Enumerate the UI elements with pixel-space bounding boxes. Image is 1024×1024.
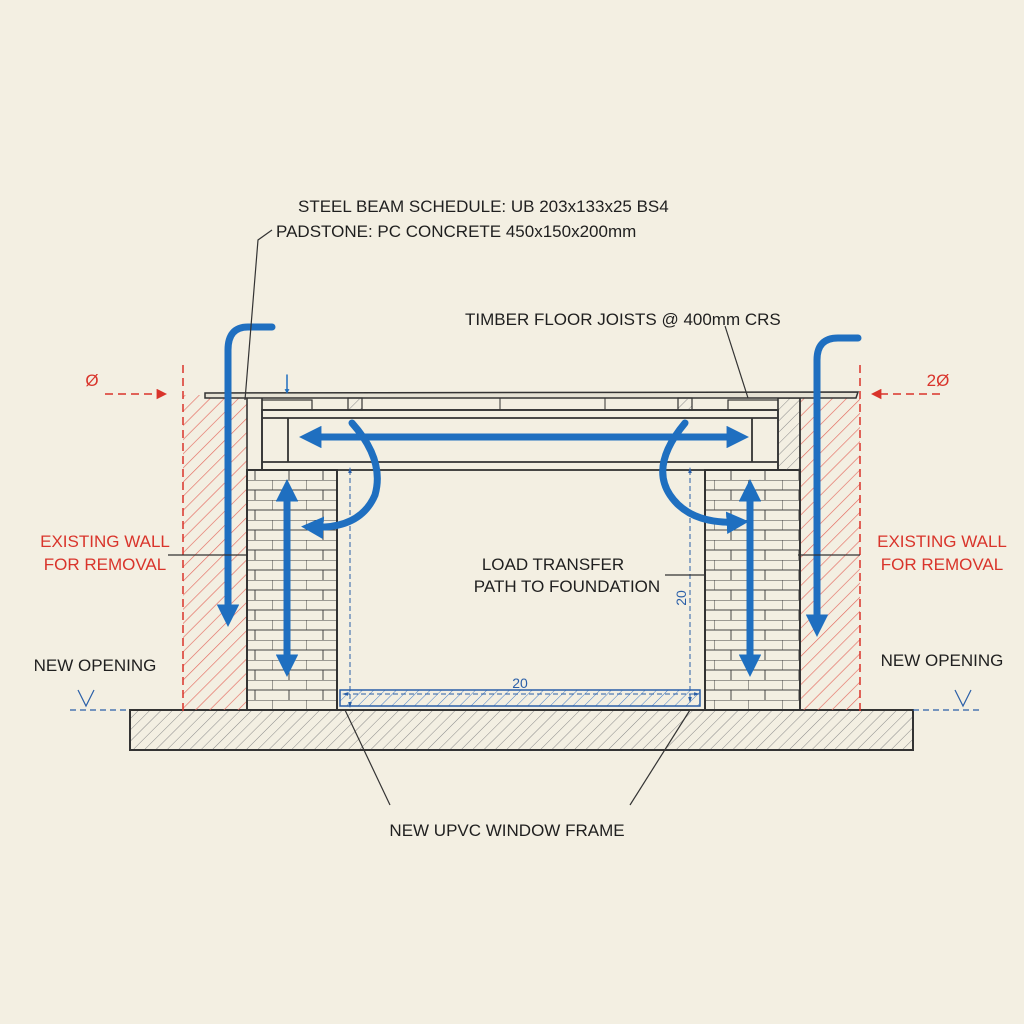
wall-lines (246, 395, 801, 470)
dimension-width: 20 (342, 675, 700, 696)
arrow-curve-left (301, 419, 381, 539)
load-path-arrows (216, 323, 862, 677)
existing-wall-left (182, 365, 247, 712)
dimension-height: 20 (348, 467, 692, 708)
steel-beam (261, 409, 779, 471)
existing-wall-left-label-1: EXISTING WALL (40, 532, 170, 551)
section-cut-right: 2Ø (870, 371, 950, 400)
arrow-curve-right (659, 419, 749, 534)
padstone-right (777, 397, 801, 471)
section-cut-left: Ø (85, 371, 168, 400)
foundation-slab (129, 709, 914, 751)
new-opening-left-label: NEW OPENING (34, 656, 157, 675)
new-opening-right-label: NEW OPENING (881, 651, 1004, 670)
existing-wall-left-label-2: FOR REMOVAL (44, 555, 166, 574)
padstone-note: PADSTONE: PC CONCRETE 450x150x200mm (276, 222, 636, 241)
joists-note: TIMBER FLOOR JOISTS @ 400mm CRS (465, 310, 781, 329)
opening-height-label: 20 (673, 590, 689, 606)
timber-joists (261, 397, 779, 411)
arrow-left-wall-down (216, 323, 276, 627)
window-frame-label: NEW UPVC WINDOW FRAME (389, 821, 624, 840)
floor-level (204, 391, 860, 411)
arrow-right-wall-down (805, 334, 862, 637)
load-transfer-label-1: LOAD TRANSFER (482, 555, 624, 574)
section-mark-right: 2Ø (927, 371, 950, 390)
existing-wall-right-label-1: EXISTING WALL (877, 532, 1007, 551)
existing-wall-right-label-2: FOR REMOVAL (881, 555, 1003, 574)
level-lines (70, 689, 980, 711)
leader-lines (168, 229, 860, 806)
opening-width-label: 20 (512, 675, 528, 691)
load-transfer-label-2: PATH TO FOUNDATION (474, 577, 660, 596)
beam-schedule-note: STEEL BEAM SCHEDULE: UB 203x133x25 BS4 (298, 197, 669, 216)
section-mark-left: Ø (85, 371, 98, 390)
existing-wall-right (800, 365, 861, 712)
brick-pier-left (246, 469, 338, 711)
